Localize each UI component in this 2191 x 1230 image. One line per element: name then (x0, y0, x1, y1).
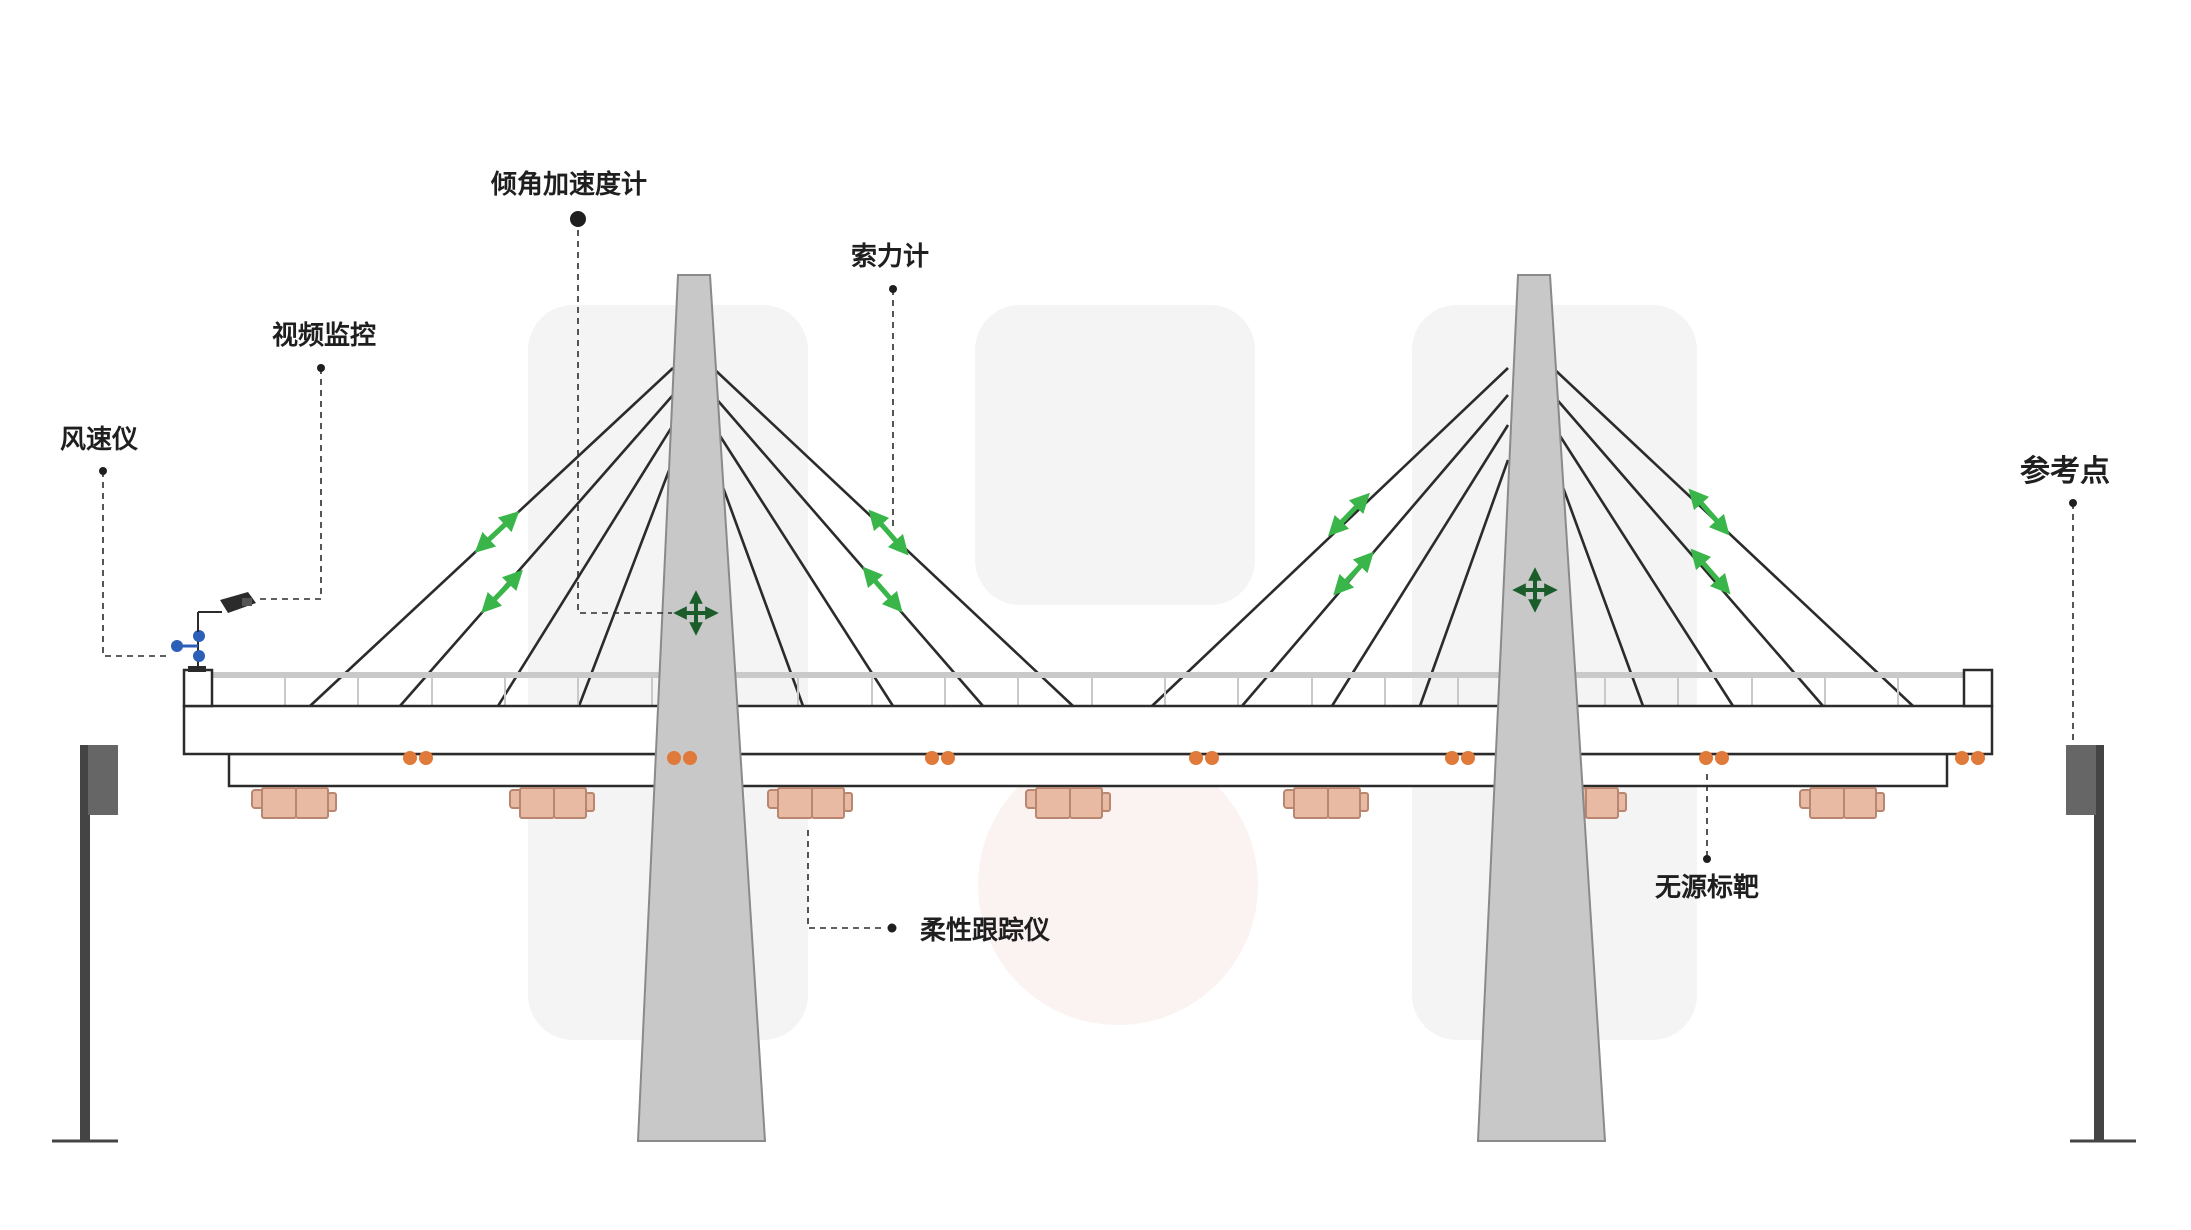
four-way-arrow-icon (1512, 567, 1558, 613)
target-dot-icon (403, 751, 417, 765)
double-arrow-icon (868, 509, 909, 556)
tower-left (636, 274, 767, 1142)
double-arrow-icon (1688, 488, 1730, 536)
double-arrow-icon (1328, 492, 1370, 537)
label-tilt-accelerometer: 倾角加速度计 (490, 169, 647, 200)
tower-right (1476, 274, 1607, 1142)
label-cable-force-meter: 索力计 (851, 242, 929, 272)
tracker-device-icon (251, 787, 337, 819)
tracker-device-icon (509, 787, 595, 819)
target-dot-icon (925, 751, 939, 765)
bridge-towers (636, 274, 1607, 1142)
target-dot-icon (667, 751, 681, 765)
camera-icon (197, 592, 256, 632)
tracker-device-icon (767, 787, 853, 819)
tracker-device-icon (1799, 787, 1885, 819)
tracker-device-icon (1025, 787, 1111, 819)
flexible-trackers (251, 787, 1885, 819)
tracker-device-icon (1283, 787, 1369, 819)
label-reference-point: 参考点 (2020, 454, 2110, 489)
double-arrow-icon (862, 566, 903, 613)
passive-targets (403, 751, 1985, 765)
bridge-deck (182, 668, 1994, 788)
double-arrow-icon (481, 569, 523, 614)
double-arrow-icon (1333, 551, 1374, 596)
cable-force-meters (474, 488, 1731, 614)
label-passive-target: 无源标靶 (1655, 873, 1759, 903)
target-dot-icon (1189, 751, 1203, 765)
label-video-monitoring: 视频监控 (272, 321, 376, 351)
deck-railing (211, 672, 1963, 706)
target-dot-icon (1699, 751, 1713, 765)
anemometer-icon (171, 630, 206, 672)
label-anemometer: 风速仪 (60, 425, 139, 455)
reference-post-left (52, 745, 118, 1143)
four-way-arrow-icon (673, 590, 719, 636)
double-arrow-icon (1690, 548, 1731, 595)
target-dot-icon (1445, 751, 1459, 765)
leader-lines (102, 219, 2074, 929)
target-dot-icon (1955, 751, 1969, 765)
reference-post-right (2066, 745, 2136, 1143)
leader-endpoints (99, 211, 2077, 933)
label-flexible-tracker: 柔性跟踪仪 (920, 915, 1051, 946)
double-arrow-icon (474, 511, 520, 553)
